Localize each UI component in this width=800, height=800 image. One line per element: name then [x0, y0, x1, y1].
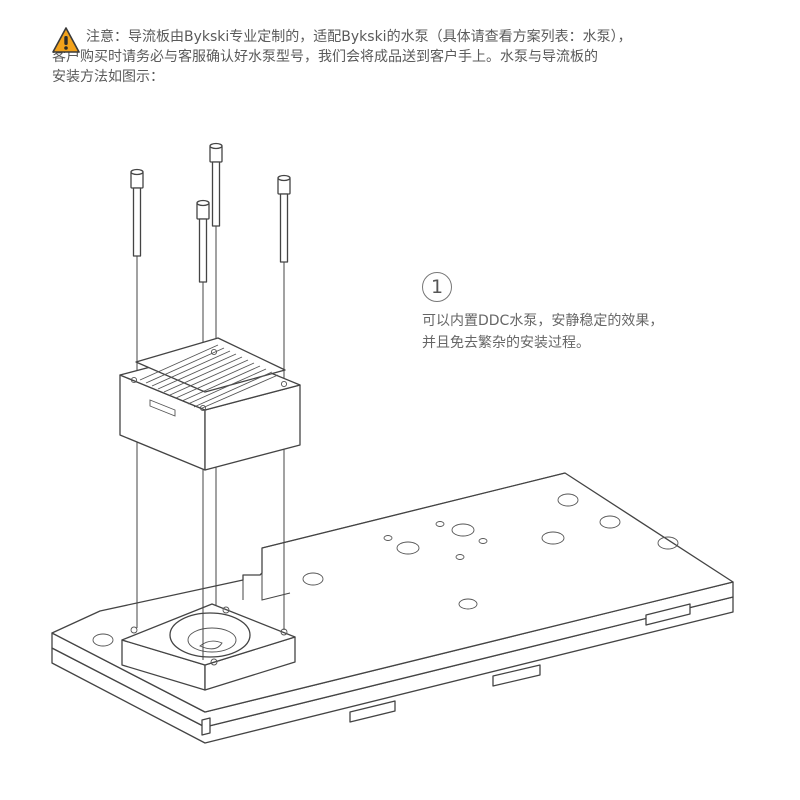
- warning-icon: [52, 27, 80, 53]
- step-callout: 1 可以内置DDC水泵，安静稳定的效果， 并且免去繁杂的安装过程。: [422, 272, 663, 354]
- plate-holes: [92, 493, 679, 647]
- screw-2: [209, 142, 223, 227]
- step-description: 可以内置DDC水泵，安静稳定的效果， 并且免去繁杂的安装过程。: [422, 310, 663, 354]
- notice-text: 注意：导流板由Bykski专业定制的，适配Bykski的水泵（具体请查看方案列表…: [52, 27, 782, 87]
- pump-mount-flange: [121, 603, 296, 691]
- installation-notice: 注意：导流板由Bykski专业定制的，适配Bykski的水泵（具体请查看方案列表…: [52, 27, 782, 87]
- step-line-1: 可以内置DDC水泵，安静稳定的效果，: [422, 313, 664, 329]
- screw-3: [277, 174, 291, 263]
- mounting-screws: [130, 142, 291, 283]
- notice-line-2: 客户购买时请务必与客服确认好水泵型号，我们会将成品送到客户手上。水泵与导流板的: [52, 49, 598, 65]
- heatsink-fins: [139, 344, 279, 410]
- notice-line-1: 注意：导流板由Bykski专业定制的，适配Bykski的水泵（具体请查看方案列表…: [86, 29, 632, 45]
- step-line-2: 并且免去繁杂的安装过程。: [422, 335, 590, 351]
- ddc-pump: [119, 337, 301, 471]
- screw-4: [196, 199, 210, 283]
- plate-tabs: [201, 603, 691, 736]
- distribution-plate: [51, 472, 734, 744]
- step-number-badge: 1: [422, 272, 452, 302]
- screw-1: [130, 168, 144, 257]
- notice-line-3: 安装方法如图示：: [52, 69, 164, 85]
